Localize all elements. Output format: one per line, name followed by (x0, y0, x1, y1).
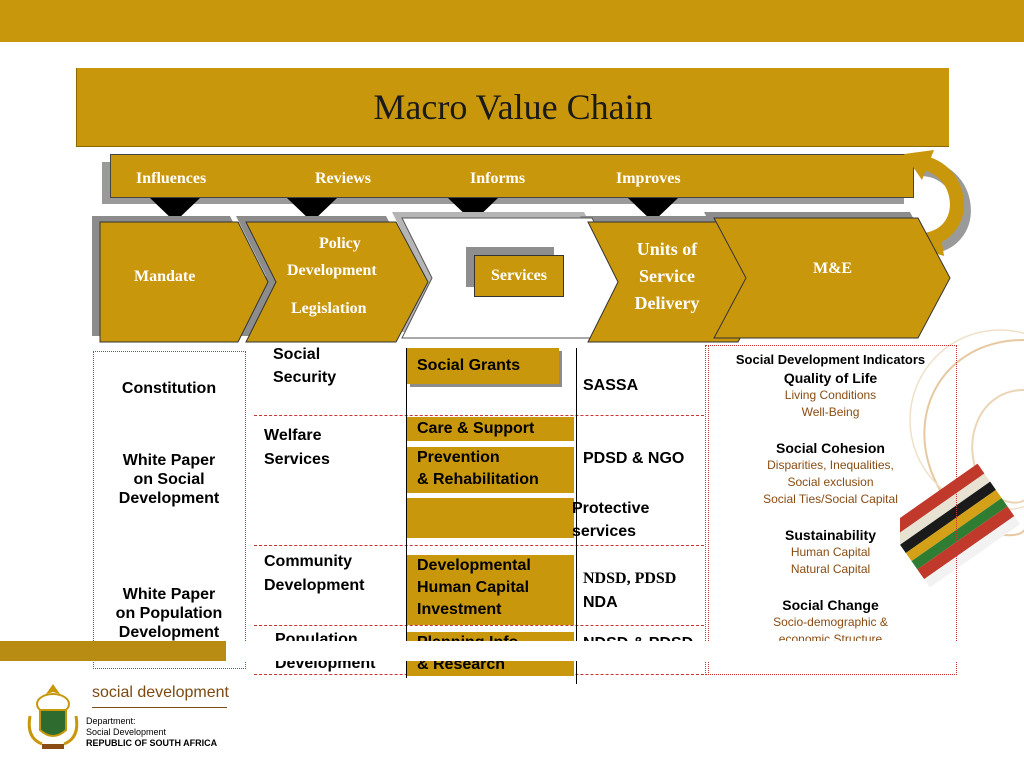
coat-of-arms-logo (27, 684, 79, 749)
ndsd-pdsd-line: NDSD, PDSD (583, 570, 677, 587)
mandate-label: Mandate (134, 268, 196, 285)
sassa-label: SASSA (583, 377, 639, 394)
prevention-box: Prevention & Rehabilitation (407, 447, 574, 493)
nda-line: NDA (583, 594, 618, 611)
cohesion-item: Social Ties/Social Capital (763, 492, 898, 506)
social-security-line2: Security (273, 369, 337, 386)
brand-text: social development (92, 684, 229, 701)
community-line1: Community (264, 553, 352, 570)
wp-social-line1: White Paper (122, 452, 216, 469)
ndsd-nda-label: NDSD, PDSD NDA (583, 567, 676, 615)
dhci-box: Developmental Human Capital Investment (407, 555, 574, 625)
column-line-right (576, 348, 577, 684)
wp-pop-line2: on Population (115, 605, 223, 622)
protective-line1: Protective (572, 500, 650, 517)
beads-image (900, 463, 1020, 588)
relationship-bar (110, 154, 914, 198)
mandate-chevron (99, 221, 269, 343)
indicators-list: Social Development Indicators Quality of… (708, 351, 953, 665)
prevention-line1: Prevention (417, 449, 500, 466)
column-line-left (406, 348, 407, 678)
quality-of-life: Quality of Life (783, 370, 878, 386)
cohesion-item: Social exclusion (787, 475, 874, 489)
social-grants-label: Social Grants (417, 357, 521, 374)
wp-social-line3: Development (118, 490, 220, 507)
dhci-line1: Developmental (417, 557, 531, 574)
improves-label: Improves (616, 170, 681, 187)
units-label-line3: Delivery (634, 293, 700, 313)
policy-chevron (245, 221, 429, 343)
department-line1: Department: (86, 716, 136, 726)
me-chevron (713, 217, 951, 339)
page-title: Macro Value Chain (373, 87, 653, 127)
department-line3: REPUBLIC OF SOUTH AFRICA (86, 738, 218, 748)
informs-label: Informs (470, 170, 526, 187)
services-label: Services (491, 267, 547, 284)
qol-item: Well-Being (801, 405, 860, 419)
sustainability-item: Human Capital (790, 545, 871, 559)
policy-label-line1: Policy (319, 235, 361, 252)
protective-services-label: Protective services (572, 497, 649, 543)
white-paper-social: White Paper on Social Development (96, 451, 242, 508)
social-cohesion: Social Cohesion (776, 440, 885, 456)
community-development-label: Community Development (264, 550, 364, 598)
header-band (0, 0, 1024, 42)
indicators-panel-inner-line (708, 345, 711, 673)
social-security-label: Social Security (273, 343, 336, 389)
prevention-line2: & Rehabilitation (417, 471, 539, 488)
units-label: Units of Service Delivery (612, 236, 722, 317)
indicators-heading: Social Development Indicators (735, 352, 926, 367)
department-text: Department: Social Development REPUBLIC … (86, 716, 217, 749)
welfare-line1: Welfare (264, 427, 322, 444)
row-divider (254, 545, 704, 546)
units-label-line1: Units of (636, 239, 698, 259)
wp-pop-line1: White Paper (122, 586, 216, 603)
sustainability: Sustainability (784, 527, 877, 543)
white-paper-population: White Paper on Population Development (96, 585, 242, 642)
title-banner: Macro Value Chain (76, 68, 949, 147)
sustainability-item: Natural Capital (790, 562, 871, 576)
pointer-triangles (150, 198, 678, 222)
value-chain-chevrons (92, 212, 951, 343)
pointer-triangle (448, 198, 498, 222)
pointer-triangle (150, 198, 200, 222)
wp-social-line2: on Social (133, 471, 205, 488)
protective-line2: services (572, 523, 637, 540)
cohesion-item: Disparities, Inequalities, (767, 458, 894, 472)
reviews-label: Reviews (315, 170, 371, 187)
pointer-triangle (628, 198, 678, 222)
protective-services-box (407, 498, 574, 538)
row-divider (254, 625, 704, 626)
units-label-line2: Service (639, 266, 695, 286)
legal-framework-panel (93, 351, 246, 669)
care-support-box: Care & Support (407, 417, 574, 441)
footer-band-gap (226, 641, 1024, 661)
dhci-line3: Investment (417, 601, 502, 618)
change-item: Socio-demographic & (773, 615, 888, 629)
welfare-services-label: Welfare Services (264, 424, 330, 472)
policy-label-line2: Development (287, 262, 377, 279)
pointer-triangle (287, 198, 337, 222)
me-label: M&E (813, 260, 853, 277)
brand-underline (92, 707, 227, 708)
legislation-label: Legislation (291, 300, 367, 317)
social-change: Social Change (782, 597, 879, 613)
pdsd-ngo-label: PDSD & NGO (583, 450, 685, 467)
qol-item: Living Conditions (784, 388, 877, 402)
indicators-panel (705, 345, 957, 675)
community-line2: Development (264, 577, 365, 594)
social-grants-box: Social Grants (407, 348, 559, 384)
return-arrow-icon (904, 150, 971, 256)
wp-pop-line3: Development (118, 624, 220, 641)
dhci-line2: Human Capital (417, 579, 530, 596)
services-box: Services (474, 255, 564, 297)
row-divider (254, 415, 704, 416)
constitution-label: Constitution (121, 380, 217, 397)
influences-label: Influences (136, 170, 207, 187)
care-support-label: Care & Support (417, 420, 535, 437)
social-security-line1: Social (273, 346, 321, 363)
welfare-line2: Services (264, 451, 330, 468)
department-line2: Social Development (86, 727, 167, 737)
